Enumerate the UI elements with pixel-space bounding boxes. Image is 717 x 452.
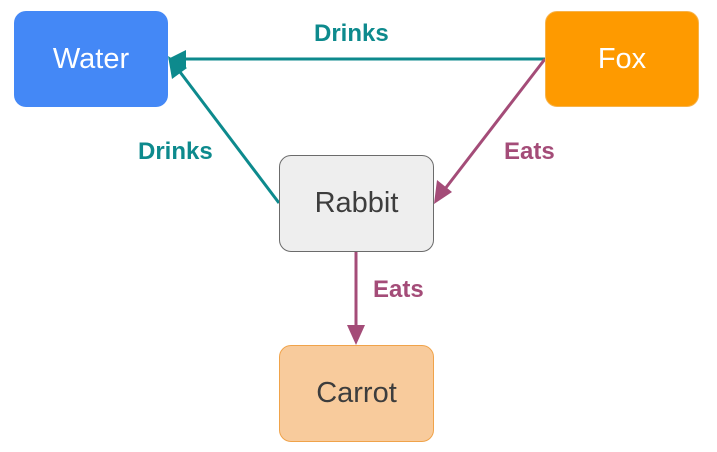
arrowhead-rabbit-water (168, 56, 187, 79)
edge-fox-rabbit (436, 58, 547, 199)
edge-label-rabbit-carrot: Eats (373, 276, 424, 303)
arrowhead-rabbit-carrot (347, 325, 365, 345)
arrowhead-fox-water (168, 50, 186, 68)
node-water[interactable]: Water (14, 11, 168, 107)
edge-rabbit-water (172, 63, 281, 204)
node-carrot[interactable]: Carrot (279, 345, 434, 442)
node-water-label: Water (52, 42, 130, 75)
node-fox[interactable]: Fox (545, 11, 699, 107)
node-rabbit[interactable]: Rabbit (279, 155, 434, 252)
node-carrot-label: Carrot (316, 377, 397, 409)
node-fox-label: Fox (597, 42, 647, 75)
edge-label-rabbit-water: Drinks (138, 138, 213, 165)
node-rabbit-label: Rabbit (314, 187, 399, 219)
edge-label-fox-water: Drinks (314, 20, 389, 47)
arrowhead-fox-rabbit (434, 180, 452, 204)
edge-label-fox-rabbit: Eats (504, 138, 555, 165)
